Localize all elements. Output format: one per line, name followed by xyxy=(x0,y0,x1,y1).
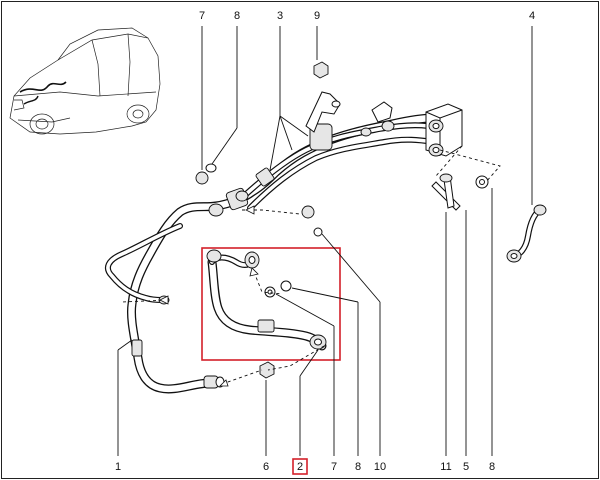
callout-label: 5 xyxy=(463,461,469,473)
callout-label: 3 xyxy=(277,10,283,22)
vehicle-location-thumbnail xyxy=(9,27,161,135)
callout-label: 10 xyxy=(374,461,386,473)
callout-label-highlighted: 2 xyxy=(297,461,303,473)
hardware-parts xyxy=(195,61,547,379)
hose-part-2 xyxy=(206,249,327,351)
part-2-highlight-box xyxy=(201,247,341,361)
callout-label: 7 xyxy=(331,461,337,473)
callout-label: 1 xyxy=(115,461,121,473)
callout-label: 6 xyxy=(263,461,269,473)
callout-label: 4 xyxy=(529,10,535,22)
top-callouts: 7 8 3 9 4 xyxy=(199,10,535,22)
assembly-guide-lines xyxy=(121,145,501,387)
hose-assembly-1 xyxy=(104,91,463,394)
callout-label: 7 xyxy=(199,10,205,22)
callout-label: 8 xyxy=(489,461,495,473)
callout-label: 11 xyxy=(440,461,451,473)
callout-label: 9 xyxy=(314,10,320,22)
leader-lines xyxy=(117,26,533,456)
callout-highlight-box xyxy=(292,458,308,475)
callout-label: 8 xyxy=(355,461,361,473)
bottom-callouts: 1 6 2 7 8 10 11 5 8 xyxy=(115,458,495,475)
callout-label: 8 xyxy=(234,10,240,22)
